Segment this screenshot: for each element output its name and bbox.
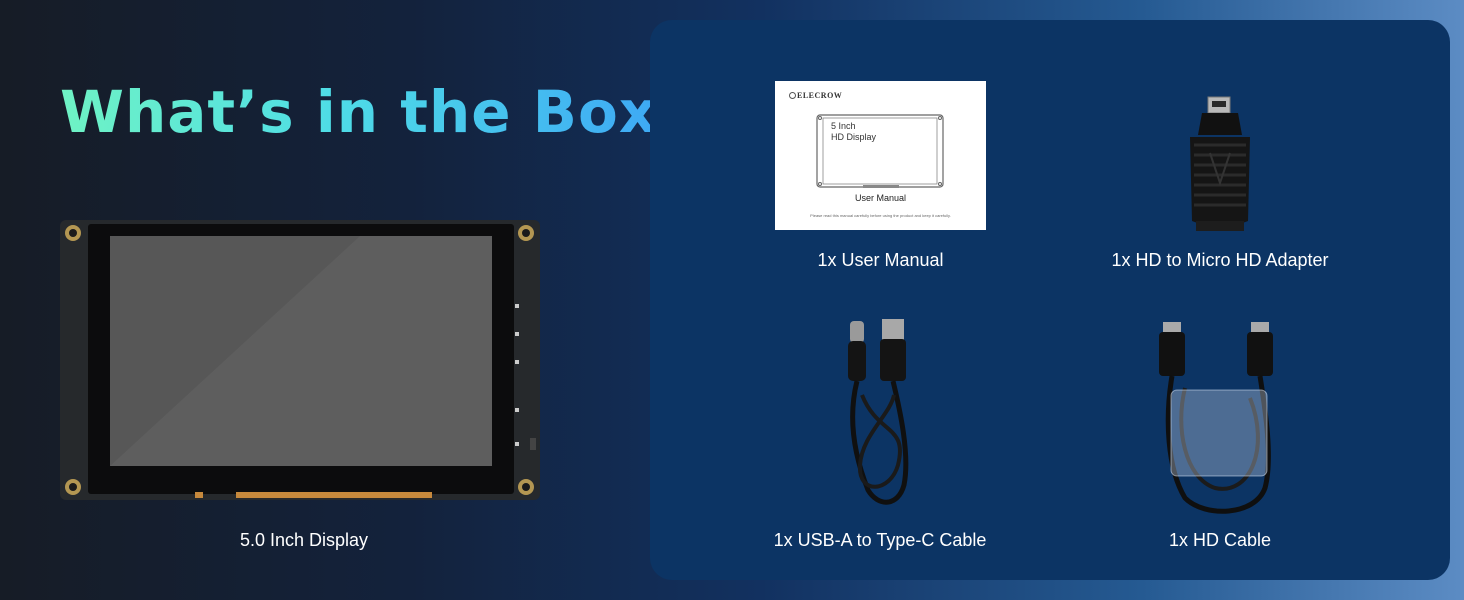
manual-label: User Manual	[854, 193, 907, 203]
brand-logo-icon	[789, 92, 796, 99]
display-outline-icon	[816, 114, 944, 188]
manual-note: Please read this manual carefully before…	[810, 213, 951, 218]
adapter-image	[1180, 95, 1260, 239]
user-manual-image: ELECROW 5 Inch HD Display User Manual Pl…	[775, 81, 986, 230]
display-image	[60, 220, 540, 500]
manual-caption: 1x User Manual	[817, 250, 944, 270]
display-caption: 5.0 Inch Display	[239, 530, 369, 550]
manual-product-title: 5 Inch HD Display	[831, 121, 877, 142]
adapter-caption: 1x HD to Micro HD Adapter	[1111, 250, 1329, 270]
page-title: What’s in the Box	[60, 78, 658, 146]
accessories-panel	[650, 20, 1450, 580]
hd-cable-image	[1155, 318, 1285, 520]
usb-cable-caption: 1x USB-A to Type-C Cable	[773, 530, 987, 550]
hd-cable-caption: 1x HD Cable	[1168, 530, 1272, 550]
usb-cable-image	[838, 315, 928, 514]
brand-logo: ELECROW	[789, 91, 842, 100]
